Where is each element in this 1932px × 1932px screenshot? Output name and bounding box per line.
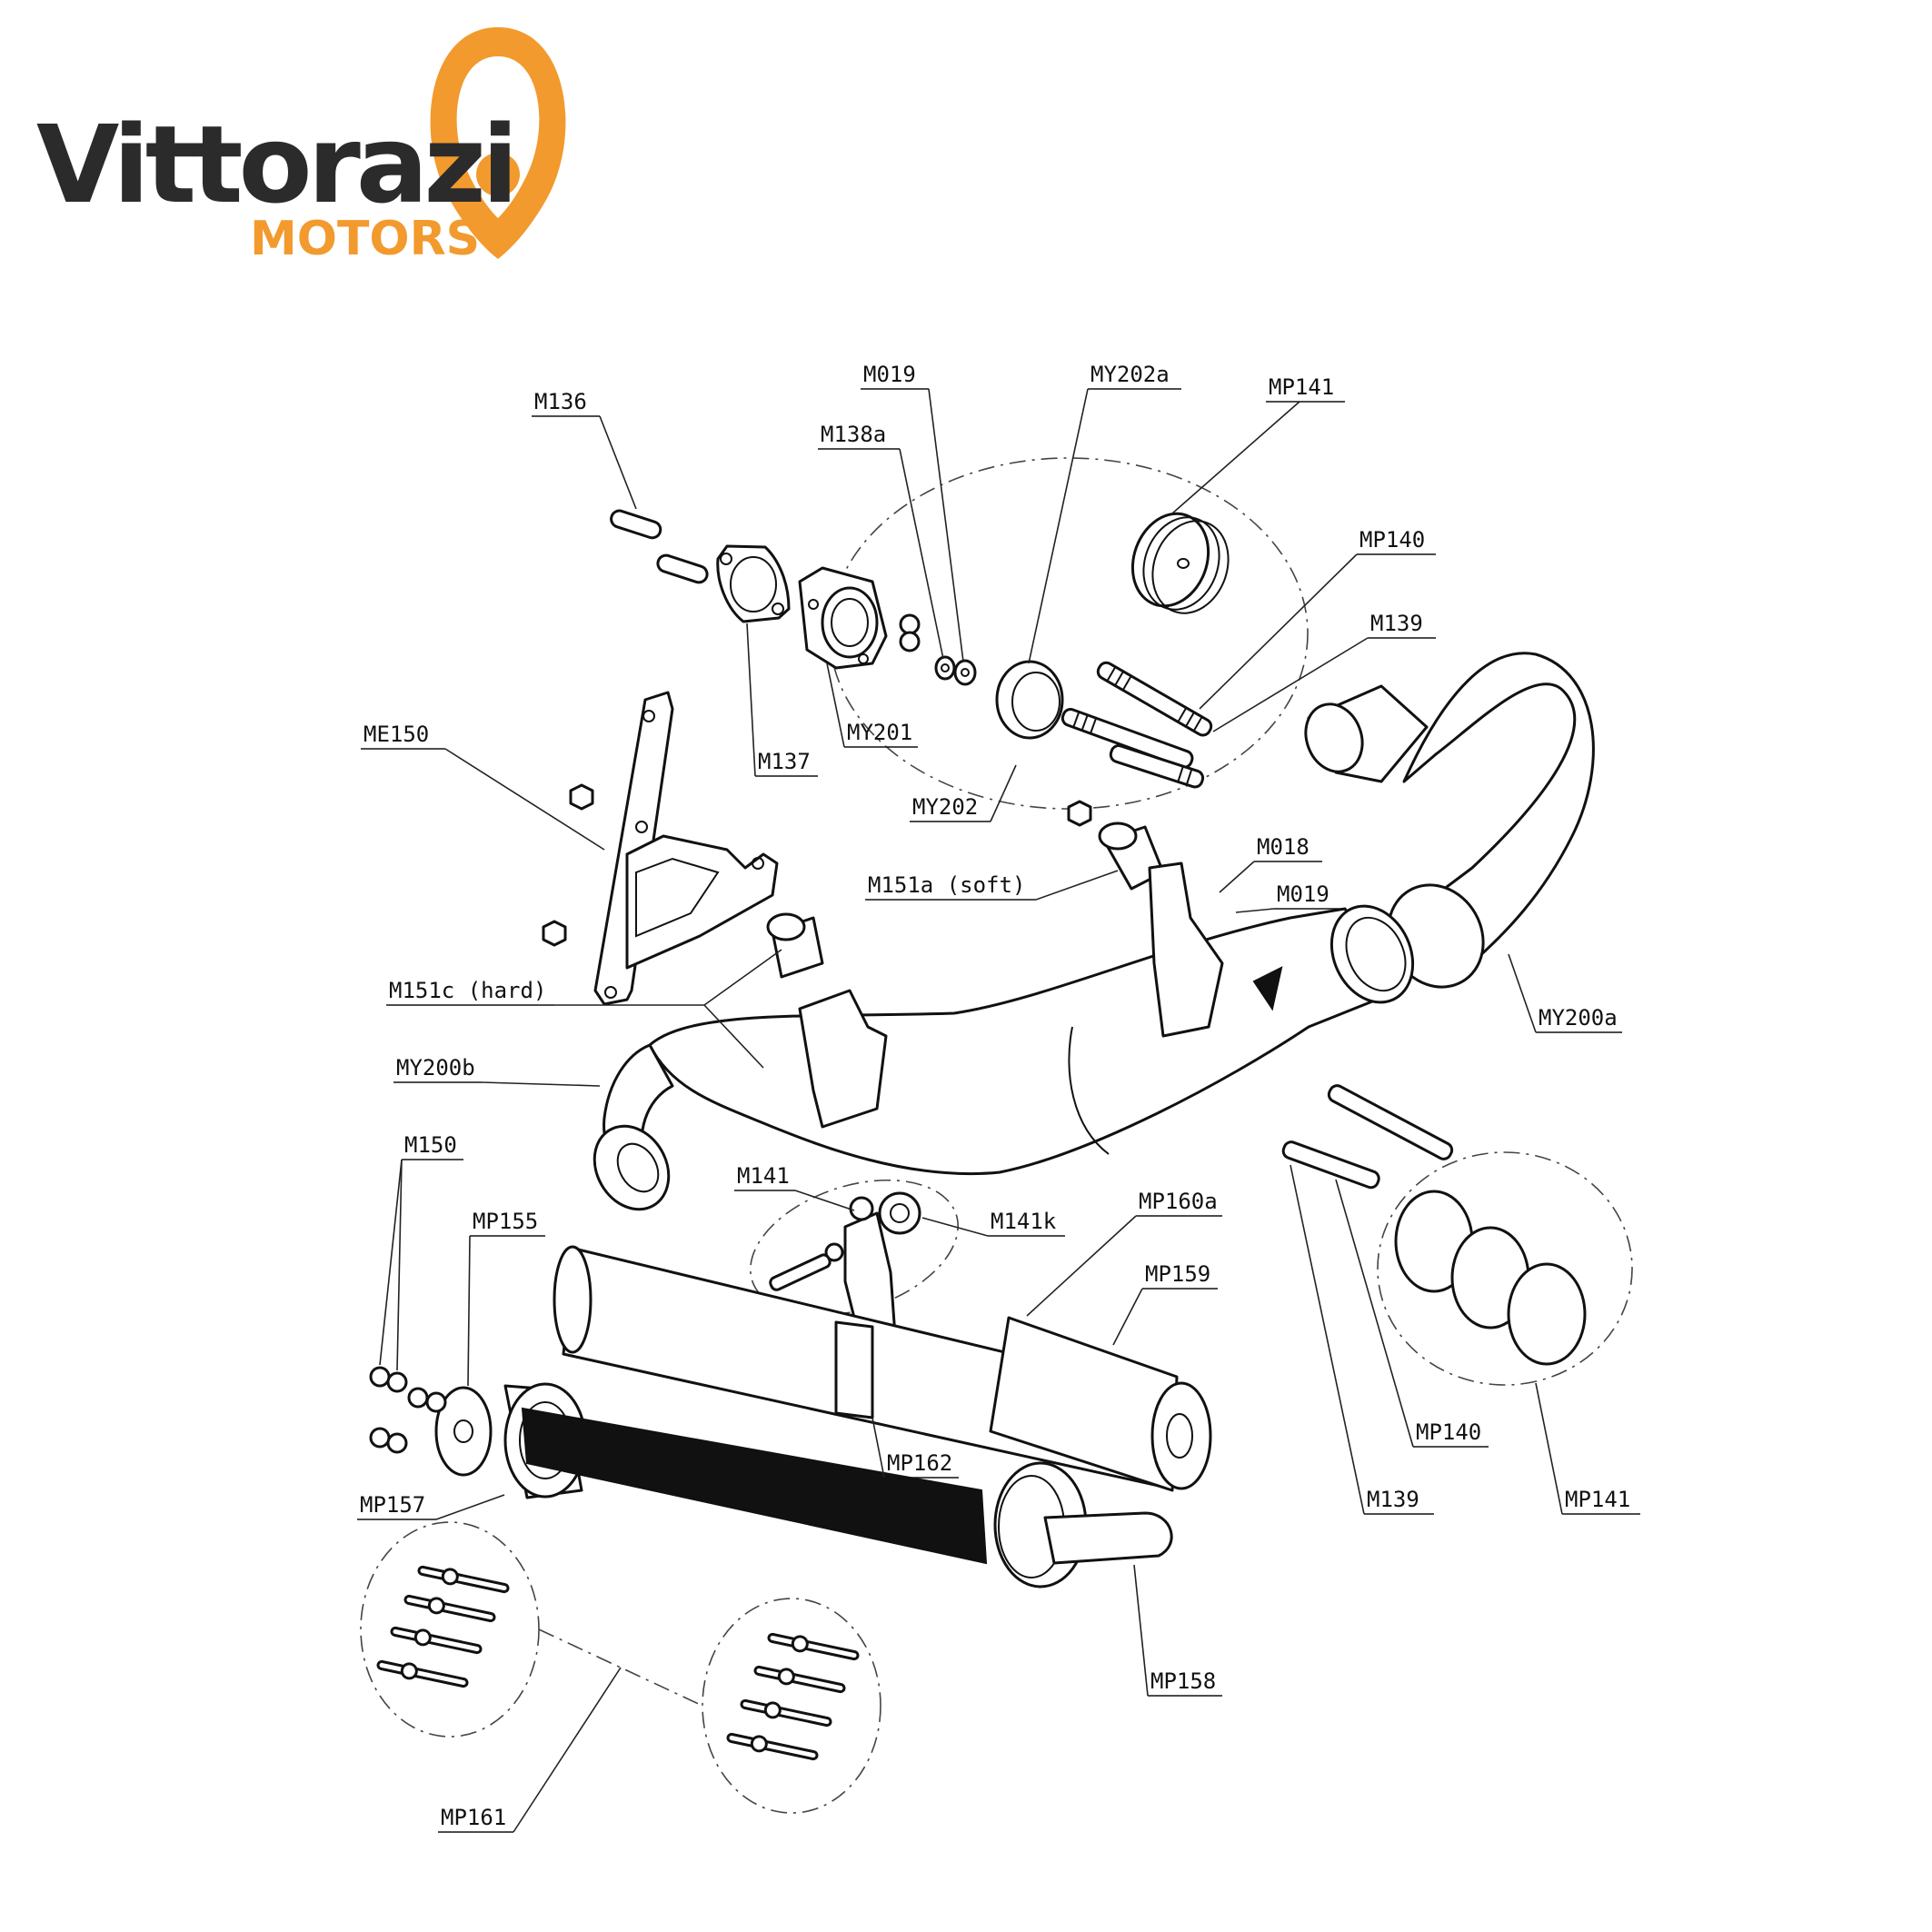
- part-springs-bottom: [1281, 1084, 1454, 1190]
- label-my201: MY201: [847, 720, 912, 745]
- callout-mp157: MP157: [357, 1492, 505, 1520]
- label-mp159: MP159: [1145, 1261, 1210, 1287]
- callout-m137: M137: [746, 622, 818, 777]
- label-my200b: MY200b: [396, 1055, 475, 1081]
- label-m139-bottom: M139: [1367, 1487, 1419, 1512]
- callout-m141: M141: [734, 1163, 855, 1211]
- part-packing-wool: [434, 1386, 988, 1565]
- label-m141: M141: [737, 1163, 790, 1189]
- label-m137: M137: [758, 749, 811, 774]
- callout-mp162: MP162: [871, 1417, 959, 1479]
- callout-mp160a: MP160a: [1026, 1189, 1222, 1317]
- callout-m151c: M151c (hard): [386, 949, 782, 1069]
- part-tail-pipe-mp158: [993, 1461, 1173, 1588]
- detail-link-line: [538, 1628, 703, 1707]
- part-nuts-bottom-left: [369, 1366, 447, 1454]
- label-m018: M018: [1257, 834, 1310, 860]
- callout-my201: MY201: [826, 662, 918, 748]
- label-my202: MY202: [912, 794, 978, 820]
- callout-mp161: MP161: [438, 1667, 622, 1833]
- label-m139-top: M139: [1370, 611, 1423, 636]
- part-expansion-chamber: [648, 861, 1415, 1176]
- label-m138a: M138a: [821, 422, 886, 447]
- label-mp155: MP155: [473, 1209, 538, 1234]
- label-m151c: M151c (hard): [389, 978, 546, 1003]
- label-m151a: M151a (soft): [868, 872, 1025, 898]
- label-m150: M150: [404, 1132, 457, 1158]
- callout-m019-top: M019: [861, 362, 964, 662]
- label-mp161: MP161: [441, 1805, 506, 1830]
- callout-m139-bottom: M139: [1290, 1164, 1434, 1515]
- label-m136: M136: [534, 389, 587, 414]
- callout-mp155: MP155: [467, 1209, 545, 1387]
- callout-mp141-bottom: MP141: [1535, 1382, 1640, 1515]
- logo-sub-text: MOTORS: [250, 212, 480, 266]
- vittorazi-logo: Vittorazi MOTORS: [36, 27, 566, 266]
- logo-emblem: [430, 27, 566, 259]
- callout-m138a: M138a: [818, 422, 944, 660]
- callout-m150: M150: [379, 1132, 463, 1371]
- part-exhaust-manifold-flange: [798, 566, 888, 670]
- callout-mp140-bottom: MP140: [1335, 1179, 1489, 1448]
- label-my200a: MY200a: [1539, 1005, 1618, 1031]
- part-bracket-me150: [593, 691, 779, 1006]
- callout-my200a: MY200a: [1508, 953, 1622, 1033]
- part-studs: [610, 509, 709, 584]
- part-header-pipe-my200b: [593, 989, 888, 1211]
- part-rivets: [376, 1565, 860, 1761]
- callout-my200b: MY200b: [393, 1055, 601, 1087]
- callout-m139-top: M139: [1212, 611, 1436, 732]
- part-nuts-bracket: [542, 783, 1092, 947]
- label-me150: ME150: [363, 722, 429, 747]
- part-springs-top: [1061, 661, 1213, 789]
- part-nuts-top: [899, 613, 977, 686]
- part-spring-ring-top: [1130, 512, 1230, 614]
- logo-brand-text: Vittorazi: [36, 102, 514, 227]
- callout-my202: MY202: [910, 764, 1017, 822]
- detail-circle-rivets-right: [702, 1598, 881, 1814]
- callout-mp140-top: MP140: [1199, 527, 1436, 710]
- label-mp162: MP162: [887, 1450, 952, 1476]
- callout-mp158: MP158: [1133, 1564, 1222, 1697]
- label-mp141-bottom: MP141: [1565, 1487, 1630, 1512]
- callout-m151a: M151a (soft): [865, 870, 1119, 901]
- part-silencer-body: [553, 1245, 1212, 1492]
- label-mp157: MP157: [360, 1492, 425, 1518]
- part-sealing-ring: [995, 660, 1064, 740]
- part-header-pipe-my200a: [1304, 652, 1595, 989]
- callout-m019-mid: M019: [1235, 881, 1342, 913]
- callout-m018: M018: [1219, 834, 1322, 893]
- label-m019-mid: M019: [1277, 881, 1329, 907]
- callout-me150: ME150: [361, 722, 605, 851]
- detail-circle-springs: [829, 457, 1309, 810]
- part-spring-rings-bottom: [1394, 1190, 1587, 1366]
- callout-mp141-top: MP141: [1171, 374, 1345, 514]
- callout-m136: M136: [532, 389, 637, 510]
- label-mp158: MP158: [1150, 1668, 1216, 1694]
- callout-my202a: MY202a: [1028, 362, 1181, 664]
- label-mp140-bottom: MP140: [1416, 1419, 1481, 1445]
- part-exhaust-gasket: [716, 544, 791, 623]
- label-mp140-top: MP140: [1359, 527, 1425, 553]
- label-m019-top: M019: [863, 362, 916, 387]
- label-m141k: M141k: [991, 1209, 1057, 1234]
- part-damper-soft: [1098, 822, 1165, 891]
- label-my202a: MY202a: [1090, 362, 1170, 387]
- callout-mp159: MP159: [1112, 1261, 1218, 1346]
- label-mp160a: MP160a: [1139, 1189, 1218, 1214]
- detail-circle-spring-clips: [1377, 1151, 1633, 1386]
- callout-m141k: M141k: [921, 1209, 1065, 1237]
- detail-circle-rivets-left: [360, 1521, 540, 1738]
- label-mp141-top: MP141: [1269, 374, 1334, 400]
